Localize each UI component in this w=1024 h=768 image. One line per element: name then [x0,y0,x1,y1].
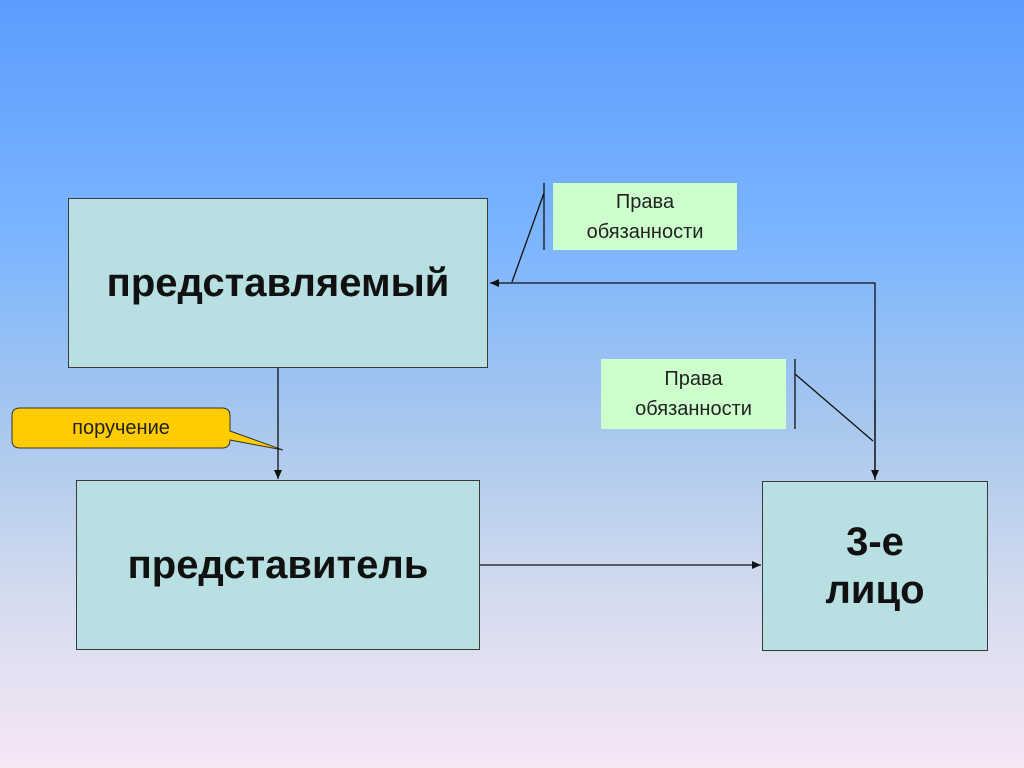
rights-duties-note-top: Права обязанности [553,183,737,250]
rights-duties-note-middle: Права обязанности [601,359,786,429]
callout-shape [11,407,284,451]
third-party-box: 3-е лицо [762,481,988,651]
note-mid-line1: Права [664,368,723,390]
note-mid-leader [794,373,874,442]
agent-box: представитель [76,480,480,650]
third-party-label-line2: лицо [825,568,925,612]
third-party-label-line1: 3-е [846,520,904,564]
note-top-line2: обязанности [586,220,704,243]
note-top-leader [511,192,545,283]
agent-label: представитель [127,542,429,587]
callout-text: поручение [72,416,170,439]
instruction-callout: поручение [12,408,230,448]
principal-label: представляемый [106,260,450,305]
principal-box: представляемый [68,198,488,368]
note-mid-line2: обязанности [635,398,752,420]
note-top-line1: Права [615,190,675,213]
